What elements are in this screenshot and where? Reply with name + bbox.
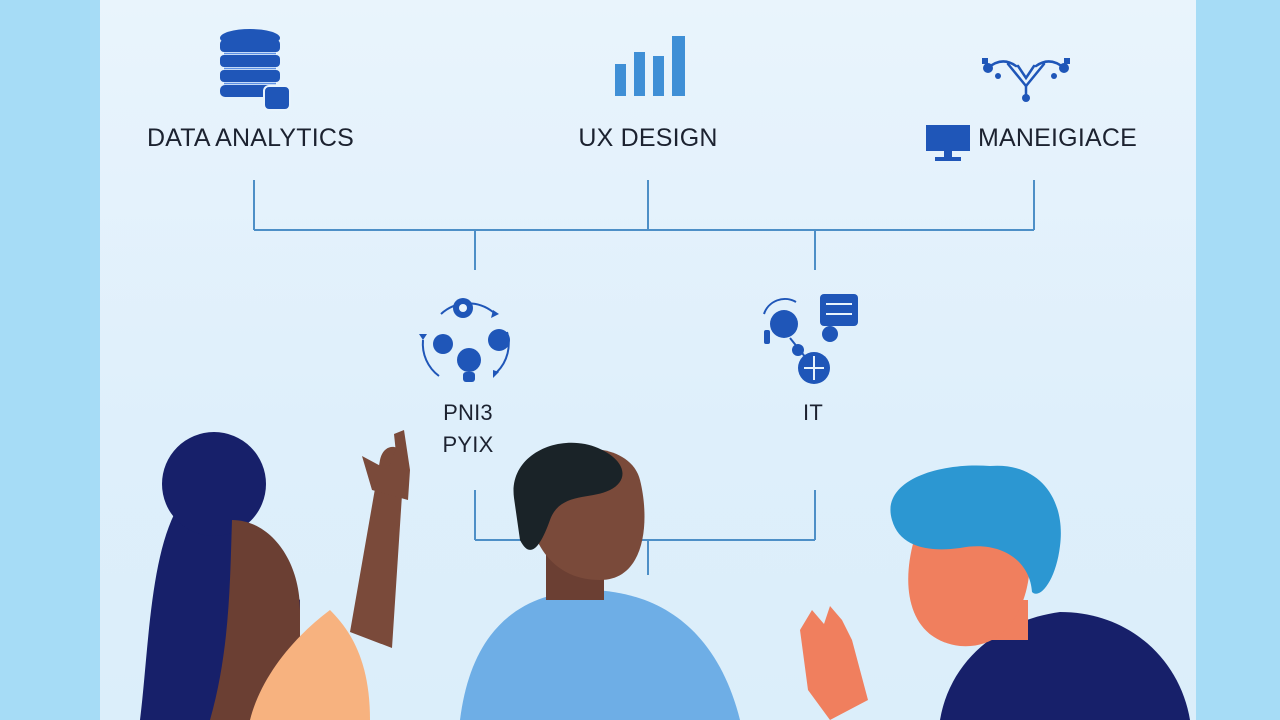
gear-cycle-icon	[419, 298, 510, 382]
management-label: MANEIGIACE	[978, 124, 1137, 152]
tech-cluster-icon	[763, 294, 858, 384]
person-center	[460, 442, 740, 720]
pmb-label-line1: PNI3	[443, 400, 493, 425]
data-analytics-label: DATA ANALYTICS	[147, 124, 355, 152]
pmb-label-line2: PYIX	[442, 432, 494, 457]
bar-chart-icon	[615, 36, 685, 96]
network-icon	[982, 58, 1070, 102]
person-right	[800, 465, 1190, 720]
it-label: IT	[803, 400, 823, 425]
person-left	[140, 430, 410, 720]
monitor-icon	[926, 125, 970, 161]
database-icon	[220, 29, 291, 111]
ux-design-label: UX DESIGN	[578, 124, 718, 152]
